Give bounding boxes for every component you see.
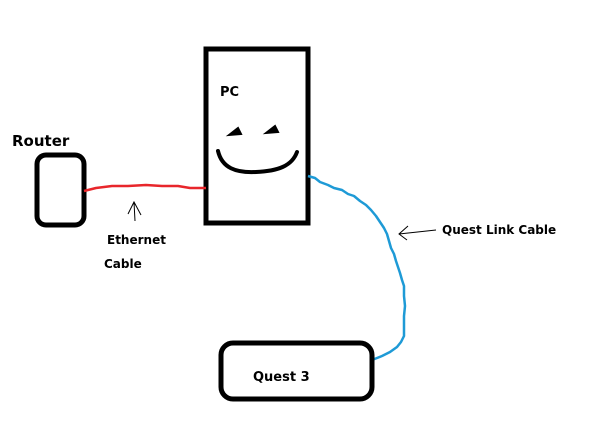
ethernet-label-line2: Cable	[104, 257, 142, 271]
router-box	[34, 152, 87, 228]
router-label: Router	[12, 132, 70, 150]
pc-right-eye	[262, 124, 280, 135]
pc-label: PC	[220, 85, 239, 100]
quest-link-cable	[307, 174, 407, 362]
ethernet-cable	[83, 183, 206, 193]
ethernet-pointer-arrow	[127, 200, 142, 222]
ethernet-label-line1: Ethernet	[107, 233, 166, 247]
quest-link-label: Quest Link Cable	[442, 223, 556, 237]
quest3-label: Quest 3	[253, 370, 310, 385]
pc-smile	[216, 149, 299, 175]
pc-left-eye	[225, 126, 243, 137]
quest-link-pointer-arrow	[398, 225, 437, 241]
quest3-box	[218, 340, 375, 402]
pc-box	[203, 46, 311, 226]
